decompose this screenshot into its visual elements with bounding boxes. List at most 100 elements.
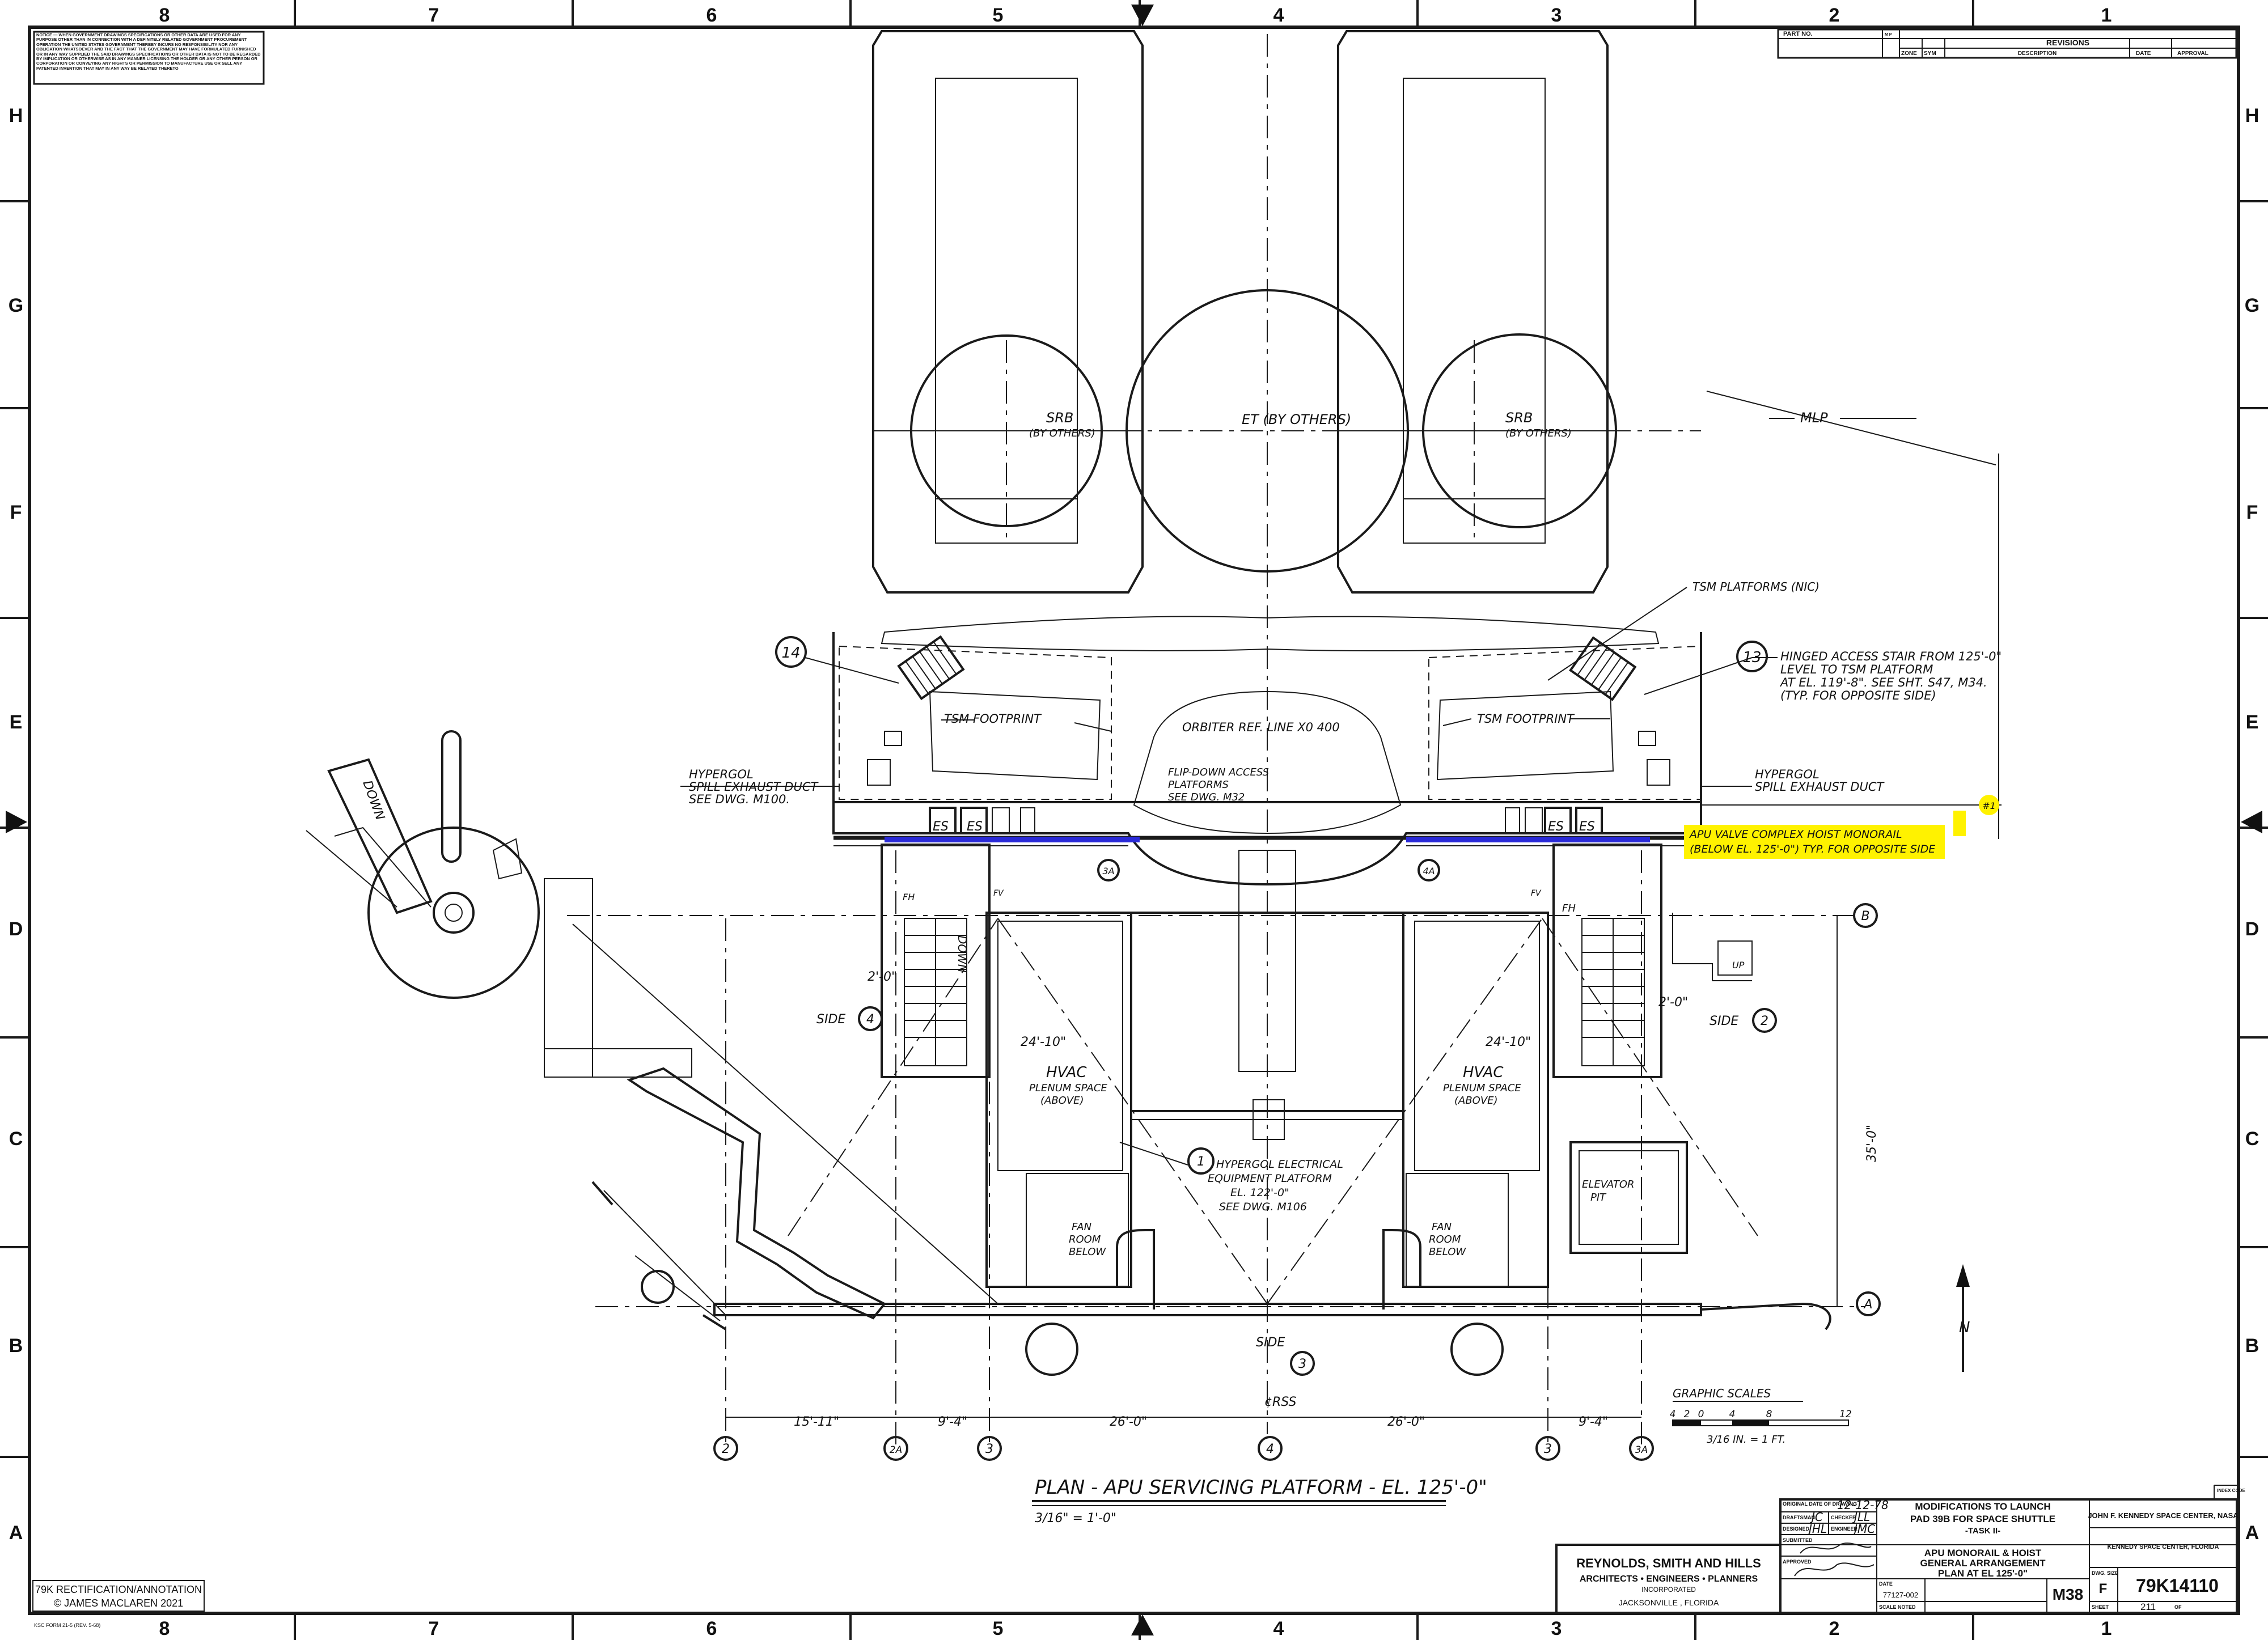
project-3: -TASK II-: [1965, 1526, 2000, 1536]
rev-date: DATE: [2136, 50, 2151, 57]
mlp-label: MLP: [1800, 410, 1828, 426]
orig-date: 12-12-78: [1837, 1498, 1889, 1512]
col-label-top: 3: [1551, 5, 1562, 26]
es-label: ES: [933, 820, 949, 834]
srb-right-sub: (BY OTHERS): [1505, 427, 1572, 439]
col-label-bottom: 2: [1829, 1618, 1840, 1639]
elevator-pit: [1569, 1141, 1688, 1254]
drawing-2: GENERAL ARRANGEMENT: [1920, 1558, 2046, 1569]
hyp-elec-4: SEE DWG. M106: [1219, 1201, 1307, 1213]
row-label-right: A: [2245, 1522, 2259, 1544]
bottom-center-arrow-icon: [1131, 1614, 1154, 1635]
row-label-left: H: [9, 105, 23, 126]
row-label-right: D: [2245, 918, 2259, 940]
annotation-line-2: © JAMES MACLAREN 2021: [54, 1597, 183, 1609]
svg-text:4: 4: [866, 1012, 874, 1027]
firm-inc: INCORPORATED: [1641, 1586, 1696, 1594]
es-box: [1575, 807, 1603, 834]
firm-city: JACKSONVILLE , FLORIDA: [1619, 1598, 1719, 1607]
north-arrow-icon: [1956, 1264, 1970, 1372]
grid-bubble: 3A: [1629, 1436, 1654, 1461]
graphic-scales-title: GRAPHIC SCALES: [1673, 1387, 1771, 1400]
srb-right-label: SRB: [1505, 410, 1533, 426]
grid-bubble-small: 4A: [1417, 859, 1440, 882]
col-label-top: 4: [1273, 5, 1284, 26]
svg-text:4A: 4A: [1423, 866, 1435, 876]
dim-bottom: 26'-0": [1110, 1415, 1147, 1429]
svg-text:3: 3: [985, 1442, 993, 1456]
dim-bottom: 9'-4": [1579, 1415, 1608, 1429]
callout-1: 1: [1187, 1147, 1215, 1175]
callout-13: 13: [1736, 641, 1768, 672]
col-label-bottom: 4: [1273, 1618, 1284, 1639]
fan-right-2: ROOM: [1429, 1234, 1461, 1245]
grid-bubble: 2: [713, 1436, 738, 1461]
mlp-structure: [872, 30, 1999, 1434]
tsm-footprint-left-box: [929, 690, 1101, 781]
agency: JOHN F. KENNEDY SPACE CENTER, NASA: [2088, 1511, 2239, 1520]
grid-bubble: 3: [1535, 1436, 1560, 1461]
drawn: JC: [1809, 1510, 1823, 1524]
orbiter-ref-label: ORBITER REF. LINE X0 400: [1182, 721, 1340, 734]
svg-text:3A: 3A: [1635, 1444, 1648, 1456]
hinged-4: (TYP. FOR OPPOSITE SIDE): [1780, 689, 1936, 702]
side-4-label: SIDE: [816, 1012, 845, 1027]
right-center-arrow-icon: [2241, 811, 2262, 833]
svg-text:4: 4: [1266, 1442, 1274, 1456]
notice-box: NOTICE — WHEN GOVERNMENT DRAWINGS SPECIF…: [33, 31, 265, 85]
row-label-right: E: [2246, 711, 2259, 733]
fan-right-1: FAN: [1432, 1221, 1452, 1233]
notice-text: NOTICE — WHEN GOVERNMENT DRAWINGS SPECIF…: [36, 33, 261, 71]
wheel: [1025, 1323, 1078, 1376]
grid-bubble: 2A: [883, 1436, 908, 1461]
side-2-label: SIDE: [1710, 1014, 1738, 1028]
row-label-right: G: [2245, 295, 2259, 316]
sheet-number: 211: [2140, 1601, 2156, 1612]
designed: JHL: [1806, 1522, 1827, 1536]
stair-left: [904, 918, 967, 1066]
hypergol-left-3: SEE DWG. M100.: [689, 793, 790, 806]
hypergol-duct-left: [627, 1067, 887, 1320]
submitted-label: SUBMITTED: [1783, 1537, 1813, 1543]
svg-text:12: 12: [1839, 1409, 1852, 1420]
grid-bubble-small: 3A: [1097, 859, 1120, 882]
project-2: PAD 39B FOR SPACE SHUTTLE: [1910, 1514, 2055, 1524]
rev-part-no: PART NO.: [1783, 31, 1813, 37]
es-box: [960, 807, 988, 834]
grid-bubble-b: B: [1853, 903, 1878, 928]
highlight-line-1: APU VALVE COMPLEX HOIST MONORAIL: [1689, 828, 1902, 841]
row-label-right: C: [2245, 1128, 2259, 1150]
col-label-top: 5: [993, 5, 1004, 26]
row-label-right: B: [2245, 1335, 2259, 1357]
monorail-right: [1406, 837, 1650, 842]
fan-left-1: FAN: [1072, 1221, 1091, 1233]
col-label-bottom: 7: [429, 1618, 439, 1639]
flip-down-1: FLIP-DOWN ACCESS: [1168, 766, 1269, 778]
rev-sym: SYM: [1924, 50, 1936, 57]
hyp-elec-1: HYPERGOL ELECTRICAL: [1216, 1158, 1343, 1171]
rev-mp: M P: [1885, 33, 1892, 37]
row-label-right: F: [2246, 502, 2258, 523]
rev-title: REVISIONS: [2046, 38, 2089, 47]
hvac-left-sub2: (ABOVE): [1040, 1095, 1084, 1107]
elevator-label-2: PIT: [1590, 1192, 1607, 1203]
col-label-bottom: 5: [993, 1618, 1004, 1639]
left-center-arrow-icon: [6, 811, 27, 833]
col-label-top: 6: [706, 5, 717, 26]
checked-label: CHECKER: [1831, 1515, 1856, 1520]
col-label-top: 7: [429, 5, 439, 26]
hvac-right-sub2: (ABOVE): [1454, 1095, 1498, 1107]
job-number: 77127-002: [1883, 1591, 1918, 1599]
down-stair-left: [327, 758, 433, 914]
location: KENNEDY SPACE CENTER, FLORIDA: [2107, 1544, 2219, 1550]
dim-bottom: 9'-4": [938, 1415, 967, 1429]
svg-text:1: 1: [1197, 1155, 1205, 1169]
side-4-bubble: 4: [858, 1006, 883, 1031]
up-label: UP: [1732, 960, 1745, 971]
rev-description: DESCRIPTION: [2018, 50, 2057, 57]
hinged-stair-right: [1569, 636, 1637, 701]
svg-text:A: A: [1863, 1298, 1872, 1312]
left-srb-bay: [935, 78, 1078, 544]
monorail-highlight-annotation: APU VALVE COMPLEX HOIST MONORAIL (BELOW …: [1684, 795, 1999, 859]
